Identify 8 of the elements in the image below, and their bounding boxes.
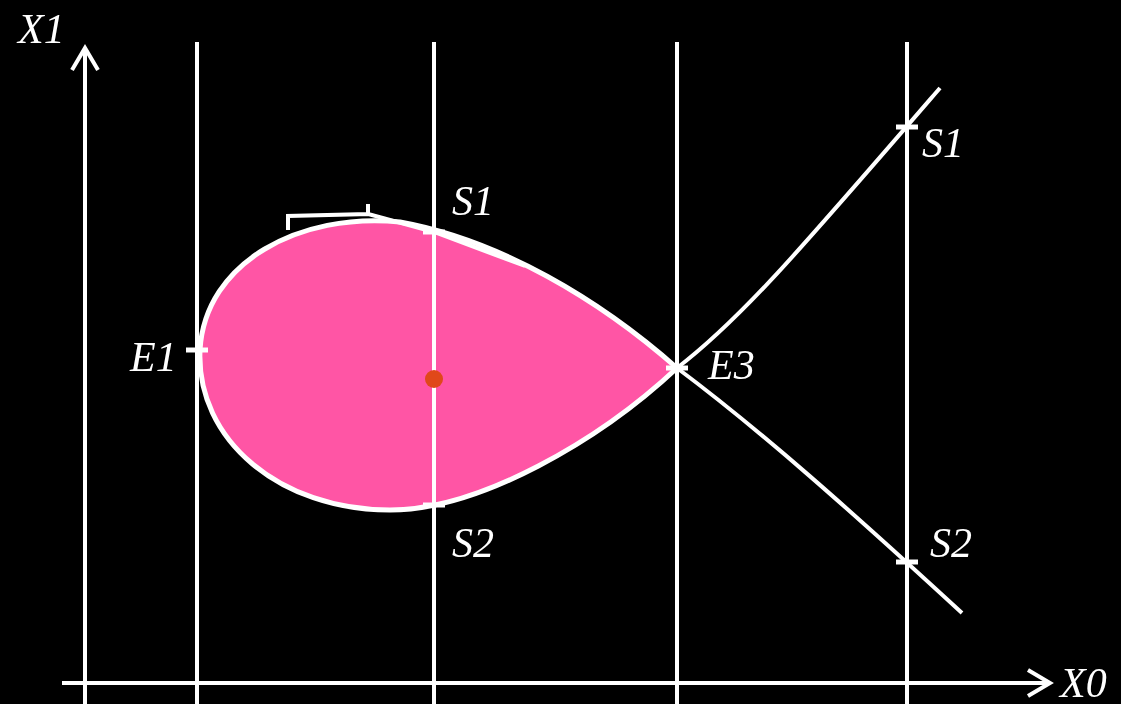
axis-label: E1 <box>130 336 177 378</box>
axis-label: S2 <box>452 522 494 564</box>
axis-label: S1 <box>922 122 964 164</box>
axis-label: S1 <box>452 180 494 222</box>
axis-label: X0 <box>1060 662 1107 704</box>
axis-label: E3 <box>708 344 755 386</box>
axis-label: S2 <box>930 522 972 564</box>
axis-label: X1 <box>18 8 65 50</box>
